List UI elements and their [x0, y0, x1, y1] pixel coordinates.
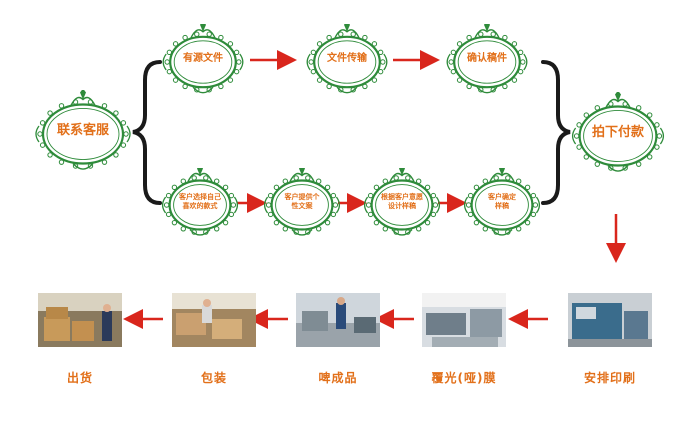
- photo-printing: [568, 293, 652, 347]
- ornate-frame: [162, 168, 238, 236]
- ornate-frame: [571, 92, 665, 172]
- node-label: 客户确定样稿: [488, 193, 516, 210]
- right-brace: [541, 60, 571, 205]
- node-source-file: 有源文件: [162, 24, 244, 94]
- node-place-order: 拍下付款: [570, 92, 666, 174]
- node-label: 有源文件: [183, 52, 223, 64]
- photo-packing: [172, 293, 256, 347]
- caption-packing: 包装: [200, 371, 227, 385]
- photo-lamination: [422, 293, 506, 347]
- node-label: 客户提供个性文案: [284, 193, 320, 210]
- node-label: 联系客服: [56, 122, 109, 138]
- photo-die-cut: [296, 293, 380, 347]
- node-label: 根据客户意愿设计样稿: [381, 193, 423, 210]
- node-file-transfer: 文件传输: [306, 24, 388, 94]
- caption-printing: 安排印刷: [583, 371, 636, 385]
- caption-lamination: 覆光(哑)膜: [431, 371, 497, 385]
- node-label: 文件传输: [327, 52, 367, 64]
- ornate-frame: [364, 168, 440, 236]
- ornate-frame: [264, 168, 340, 236]
- node-label: 拍下付款: [591, 124, 644, 140]
- node-design-sample: 根据客户意愿设计样稿: [364, 168, 440, 236]
- ornate-frame: [162, 24, 244, 94]
- ornate-frame: [446, 24, 528, 94]
- node-label: 确认稿件: [467, 52, 507, 64]
- caption-die-cut: 啤成品: [318, 371, 358, 385]
- node-personal-copy: 客户提供个性文案: [264, 168, 340, 236]
- node-confirm-sample: 客户确定样稿: [464, 168, 540, 236]
- left-brace: [132, 60, 162, 205]
- caption-shipping: 出货: [66, 371, 93, 385]
- node-label: 客户选择自己喜欢的款式: [179, 193, 221, 210]
- node-choose-style: 客户选择自己喜欢的款式: [162, 168, 238, 236]
- ornate-frame: [306, 24, 388, 94]
- ornate-frame: [35, 90, 131, 170]
- ornate-frame: [464, 168, 540, 236]
- node-confirm-draft: 确认稿件: [446, 24, 528, 94]
- node-contact-service: 联系客服: [33, 90, 133, 172]
- photo-shipping: [38, 293, 122, 347]
